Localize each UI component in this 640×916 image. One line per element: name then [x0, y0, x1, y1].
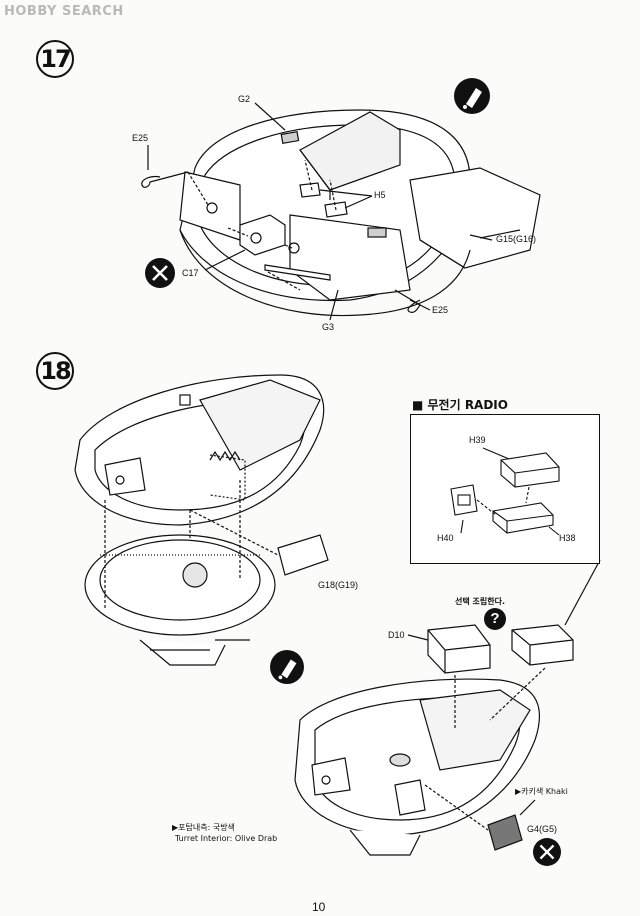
no-glue-icon — [533, 838, 561, 866]
label-h39: H39 — [469, 435, 486, 445]
label-h38: H38 — [559, 533, 576, 543]
turret-interior-note-kr: ▶포탑내측: 국방색 — [172, 823, 235, 832]
label-g4: G4(G5) — [527, 824, 558, 834]
label-g2: G2 — [238, 94, 251, 104]
label-h40: H40 — [437, 533, 454, 543]
page-number: 10 — [312, 900, 326, 914]
radio-inset-title: ■ 무전기 RADIO — [412, 398, 508, 412]
label-c17: C17 — [182, 268, 199, 278]
label-e25-top: E25 — [132, 133, 149, 143]
radio-inset-box: H39 H40 H38 — [410, 414, 600, 564]
watermark-logo: HOBBY SEARCH — [4, 4, 124, 19]
step-17-number: 17 — [36, 40, 74, 78]
optional-assembly-note: 선택 조립한다. — [455, 597, 505, 606]
glue-icon — [270, 650, 304, 684]
no-glue-icon — [145, 258, 175, 288]
turret-interior-note-en: Turret Interior: Olive Drab — [175, 834, 278, 843]
label-d10: D10 — [388, 630, 405, 640]
label-g3: G3 — [322, 322, 335, 332]
glue-icon — [454, 78, 490, 114]
khaki-color-note: ▶카키색 Khaki — [515, 787, 568, 796]
label-h5: H5 — [374, 190, 386, 200]
question-icon: ? — [484, 608, 506, 630]
label-g18: G18(G19) — [318, 580, 359, 590]
radio-parts-illustration — [450, 447, 560, 536]
step-18-number: 18 — [36, 352, 74, 390]
label-e25-bottom: E25 — [432, 305, 449, 315]
label-g15: G15(G16) — [496, 234, 537, 244]
